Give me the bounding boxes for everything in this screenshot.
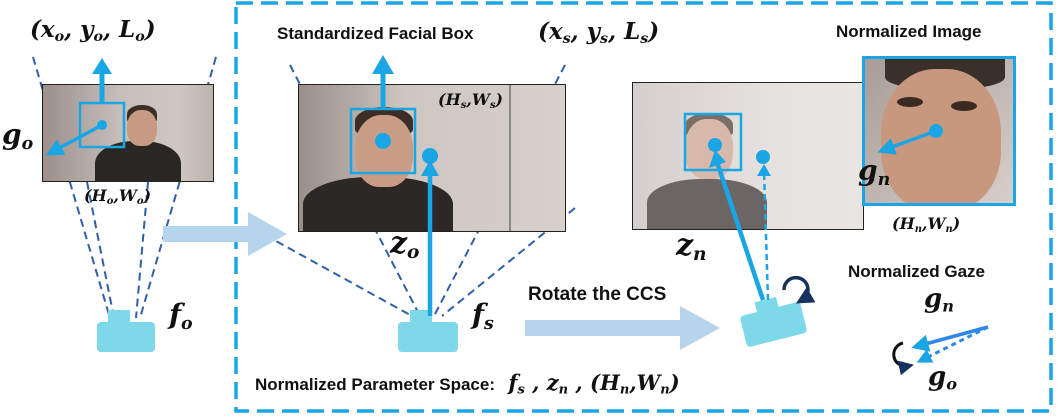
rotated-image: [632, 82, 864, 230]
original-focal-label: fo: [169, 298, 193, 334]
standardized-params-label: (xs, ys, Ls): [538, 18, 660, 47]
normalized-gaze-title: Normalized Gaze: [848, 262, 985, 281]
rotate-arrow-icon: [782, 275, 816, 304]
camera-original: [97, 310, 155, 352]
camera-rotated: [740, 297, 807, 347]
standardized-title: Standardized Facial Box: [277, 24, 474, 43]
normalized-face-image: [862, 56, 1016, 206]
rotated-face-box: [683, 112, 743, 172]
gaze-o-label: go: [928, 362, 957, 394]
standardized-size-label: (Hs,Ws): [438, 90, 503, 111]
original-gaze-label: go: [2, 118, 34, 154]
normalized-gaze-label: gn: [858, 154, 891, 190]
camera-standardized: [398, 310, 458, 352]
distance-z-n-arrow: [714, 161, 766, 301]
normalization-container: [234, 1, 1053, 413]
distance-z-o-label: zo: [390, 226, 420, 264]
flow-arrow-rotate: [525, 306, 720, 350]
standardized-focal-label: fs: [472, 298, 494, 334]
distance-z-n-label: zn: [676, 228, 707, 266]
rotate-ccs-label: Rotate the CCS: [528, 284, 667, 305]
gaze-rotate-icon: [892, 341, 914, 376]
normalized-size-label: (Hn,Wn): [892, 214, 961, 235]
normalized-space-label: Normalized Parameter Space: fs , zn , (H…: [255, 370, 680, 398]
original-size-label: (Ho,Wo): [84, 186, 152, 207]
original-image: [42, 84, 214, 182]
normalized-image-title: Normalized Image: [836, 22, 982, 41]
flow-arrow-left: [163, 212, 287, 256]
original-params-label: (xo, yo, Lo): [30, 16, 156, 45]
gaze-n-label: gn: [924, 284, 954, 316]
normalized-gaze-vectors: [892, 325, 989, 376]
